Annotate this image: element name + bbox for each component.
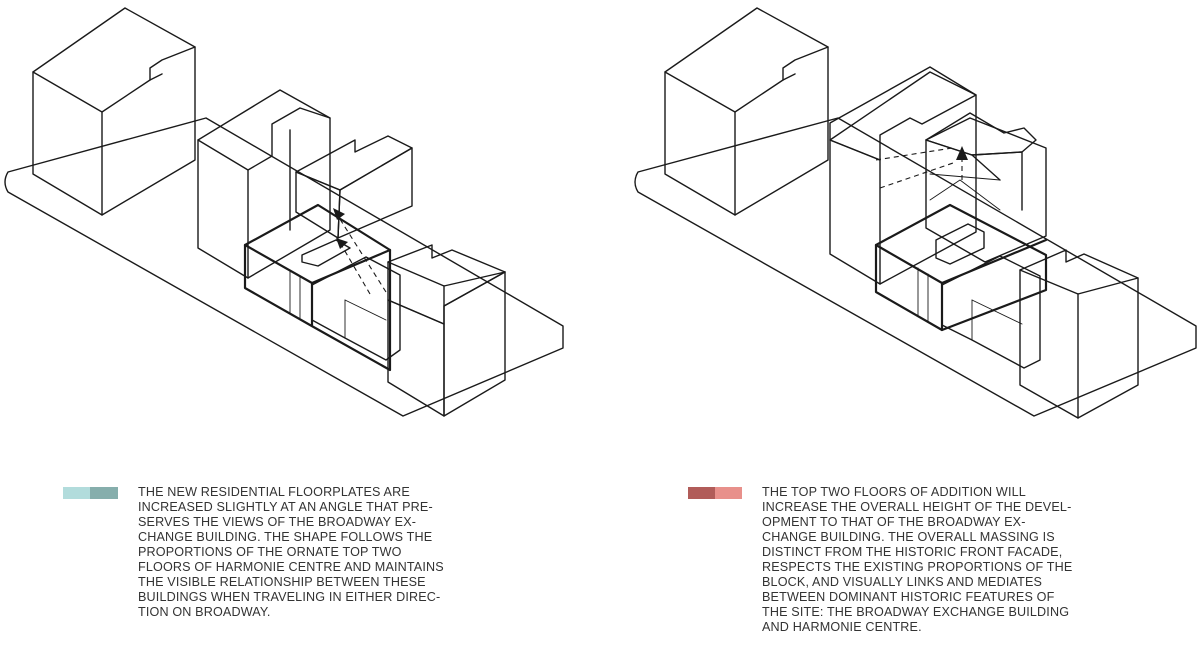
left-podium-block — [243, 203, 392, 372]
legend-line: TION ON BROADWAY. — [138, 605, 271, 619]
legend-line: CHANGE BUILDING. THE SHAPE FOLLOWS THE — [138, 530, 433, 544]
left-residential-dark-teal — [295, 135, 413, 267]
left-residential-light-teal — [387, 244, 506, 417]
right-addition-tower — [925, 112, 1047, 265]
left-site-base — [4, 117, 564, 417]
legend-line: CHANGE BUILDING. THE OVERALL MASSING IS — [762, 530, 1055, 544]
legend-line: AND HARMONIE CENTRE. — [762, 620, 922, 634]
left-infill-block — [311, 256, 401, 361]
legend-line: THE SITE: THE BROADWAY EXCHANGE BUILDING — [762, 605, 1070, 619]
right-front-block — [1019, 249, 1139, 419]
legend-swatch-red-dark — [688, 487, 715, 499]
legend-line: INCREASE THE OVERALL HEIGHT OF THE DEVEL… — [762, 500, 1072, 514]
legend-swatch-red-light — [715, 487, 742, 499]
legend-line: BETWEEN DOMINANT HISTORIC FEATURES OF — [762, 590, 1055, 604]
left-sightline-arrows — [333, 208, 387, 295]
left-harmonie-block — [197, 89, 331, 279]
right-sightline-arrows — [875, 146, 968, 189]
legend-line: THE NEW RESIDENTIAL FLOORPLATES ARE — [138, 485, 410, 499]
legend-line: BLOCK, AND VISUALLY LINKS AND MEDIATES — [762, 575, 1043, 589]
left-broadway-exchange-block — [32, 7, 196, 216]
right-massing-model — [634, 7, 1197, 419]
legend-line: THE VISIBLE RELATIONSHIP BETWEEN THESE — [138, 575, 426, 589]
legend-text-top-two-floors: THE TOP TWO FLOORS OF ADDITION WILL INCR… — [762, 485, 1072, 635]
left-teal-light-top — [387, 244, 506, 325]
legend-swatch-teal-light — [63, 487, 90, 499]
right-infill-block — [941, 255, 1041, 369]
legend-line: OPMENT TO THAT OF THE BROADWAY EX- — [762, 515, 1026, 529]
legend-line: DISTINCT FROM THE HISTORIC FRONT FACADE, — [762, 545, 1063, 559]
left-massing-model — [4, 7, 564, 417]
right-red-light-top — [829, 66, 977, 161]
legend-line: BUILDINGS WHEN TRAVELING IN EITHER DIREC… — [138, 590, 441, 604]
right-broadway-exchange-block — [664, 7, 829, 216]
right-site-base — [634, 117, 1197, 417]
legend-line: INCREASED SLIGHTLY AT AN ANGLE THAT PRE- — [138, 500, 433, 514]
legend-line: SERVES THE VIEWS OF THE BROADWAY EX- — [138, 515, 417, 529]
legend-swatch-teal-dark — [90, 487, 118, 499]
legend-line: THE TOP TWO FLOORS OF ADDITION WILL — [762, 485, 1026, 499]
legend-line: PROPORTIONS OF THE ORNATE TOP TWO — [138, 545, 402, 559]
right-harmonie-block — [829, 66, 977, 285]
legend-text-residential-floorplates: THE NEW RESIDENTIAL FLOORPLATES ARE INCR… — [138, 485, 444, 620]
legend-line: FLOORS OF HARMONIE CENTRE AND MAINTAINS — [138, 560, 444, 574]
right-red-dark-top — [925, 112, 1037, 156]
legend-line: RESPECTS THE EXISTING PROPORTIONS OF THE — [762, 560, 1073, 574]
